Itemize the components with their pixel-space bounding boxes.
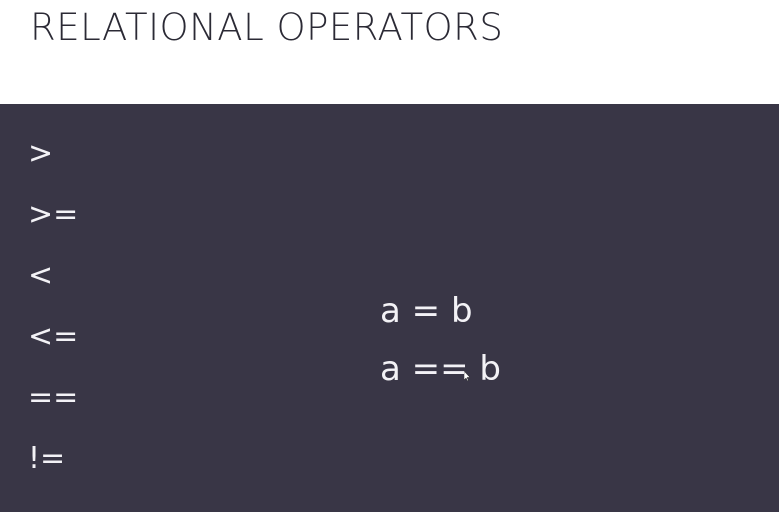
operator-greater-than-or-equal: >= [28, 197, 79, 232]
title-bar: RELATIONAL OPERATORS [0, 0, 779, 104]
operator-greater-than: > [28, 136, 54, 171]
example-expressions: a = b a == b [380, 289, 501, 405]
assignment-example: a = b [380, 291, 473, 331]
operator-list: > >= < <= == != [28, 134, 78, 500]
slide-title: RELATIONAL OPERATORS [30, 6, 504, 49]
operator-less-than-or-equal: <= [28, 319, 79, 354]
operator-not-equal-to: != [28, 441, 66, 476]
mouse-pointer-icon [464, 371, 470, 381]
content-panel: > >= < <= == != a = b a == b [0, 104, 779, 512]
comparison-example: a == b [380, 349, 502, 389]
operator-equal-to: == [28, 380, 79, 415]
operator-less-than: < [28, 258, 54, 293]
